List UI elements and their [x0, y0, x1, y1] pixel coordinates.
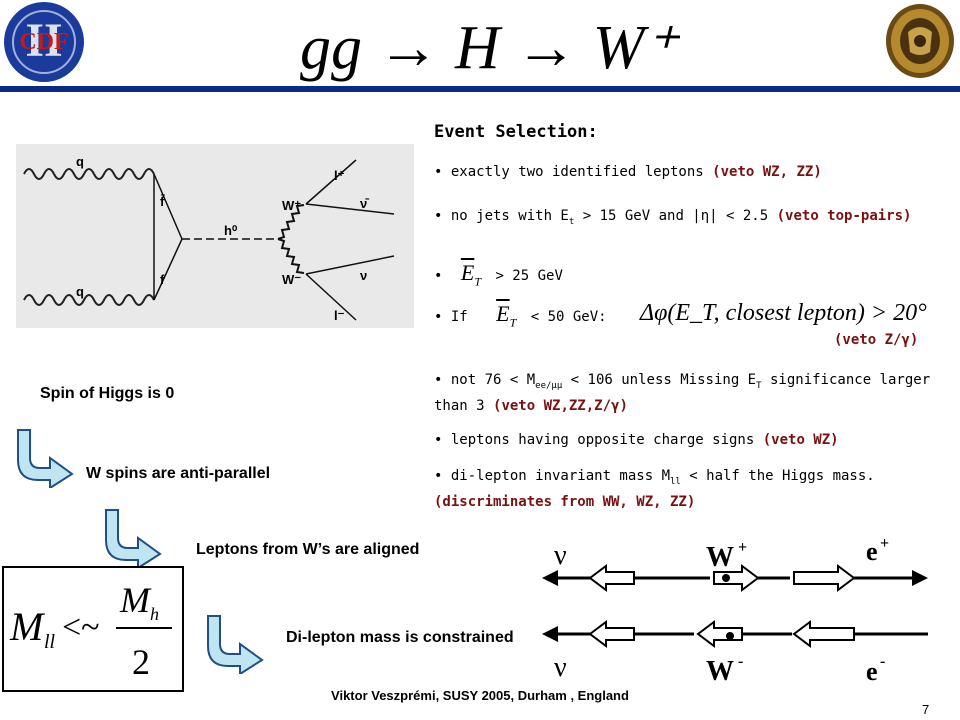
svg-text:M: M: [9, 604, 46, 649]
cdf-logo: II CDF: [2, 0, 86, 86]
leptons-aligned-label: Leptons from W’s are aligned: [196, 541, 420, 558]
nu-top-label: ν: [554, 540, 567, 571]
feynman-diagram: q q f̄ f h⁰ W⁺ W⁻ l⁺ ν̄ ν l⁻: [16, 144, 414, 328]
university-seal-logo: [884, 2, 956, 80]
svg-text:II: II: [25, 14, 62, 67]
label-h0: h⁰: [224, 223, 238, 238]
slide-title: gg → H → W⁺W⁻: [300, 4, 766, 84]
svg-text:-: -: [880, 653, 885, 670]
title-text: gg → H → W⁺W⁻: [300, 14, 680, 82]
missing-et-symbol-2: ET: [496, 301, 517, 330]
selection-item-1: • exactly two identified leptons (veto W…: [434, 164, 822, 180]
label-lminus: l⁻: [334, 308, 345, 323]
selection-item-2: • no jets with Et > 15 GeV and |η| < 2.5…: [434, 208, 912, 227]
selection-item-3: • ET > 25 GeV: [434, 260, 563, 289]
w-bottom-label: W: [706, 656, 734, 687]
nu-bottom-label: ν: [554, 652, 567, 683]
label-wminus: W⁻: [282, 272, 301, 287]
spin-higgs-label: Spin of Higgs is 0: [40, 385, 175, 402]
selection-item-5: • not 76 < Mee/μμ < 106 unless Missing E…: [434, 372, 931, 414]
svg-text:h: h: [150, 604, 159, 624]
curved-arrow-3-icon: [202, 614, 266, 679]
missing-et-symbol: ET: [460, 260, 481, 289]
svg-text:<~: <~: [62, 609, 100, 646]
curved-arrow-2-icon: [100, 508, 164, 573]
w-top-label: W: [706, 542, 734, 573]
label-nu: ν: [360, 268, 367, 283]
label-nubar: ν̄: [360, 196, 369, 211]
event-selection-title: Event Selection:: [434, 122, 598, 142]
svg-text:+: +: [738, 539, 747, 556]
veto-z-gamma: (veto Z/γ): [834, 332, 919, 348]
svg-text:+: +: [880, 535, 889, 552]
footer-text: Viktor Veszprémi, SUSY 2005, Durham , En…: [331, 688, 629, 703]
label-lplus: l⁺: [334, 168, 345, 183]
e-top-label: e: [866, 537, 878, 566]
label-fbar: f̄: [160, 194, 165, 209]
label-q-top: q: [76, 154, 84, 169]
svg-text:M: M: [119, 580, 152, 620]
cdf-logo-disc: [4, 2, 84, 82]
selection-item-7: • di-lepton invariant mass Mll < half th…: [434, 468, 875, 510]
header-rule: [0, 86, 960, 92]
label-q-bottom: q: [76, 284, 84, 299]
w-spins-label: W spins are anti-parallel: [86, 465, 271, 482]
dilepton-label: Di-lepton mass is constrained: [286, 629, 514, 646]
delta-phi-formula: Δφ(E_T, closest lepton) > 20°: [640, 300, 927, 326]
e-bottom-label: e: [866, 657, 878, 686]
curved-arrow-1-icon: [12, 428, 76, 493]
svg-text:-: -: [738, 653, 743, 670]
svg-text:2: 2: [132, 642, 150, 682]
cdf-logo-text: CDF: [19, 29, 68, 55]
label-f: f: [160, 272, 165, 287]
svg-text:ll: ll: [44, 631, 56, 653]
page-number: 7: [922, 702, 930, 717]
selection-item-6: • leptons having opposite charge signs (…: [434, 432, 839, 448]
mll-formula-box: M ll <~ M h 2: [2, 566, 184, 692]
selection-item-4: • If ET < 50 GeV:: [434, 301, 607, 330]
spin-diagram: ν W + e + ν W - e -: [530, 530, 940, 690]
label-wplus: W⁺: [282, 198, 301, 213]
